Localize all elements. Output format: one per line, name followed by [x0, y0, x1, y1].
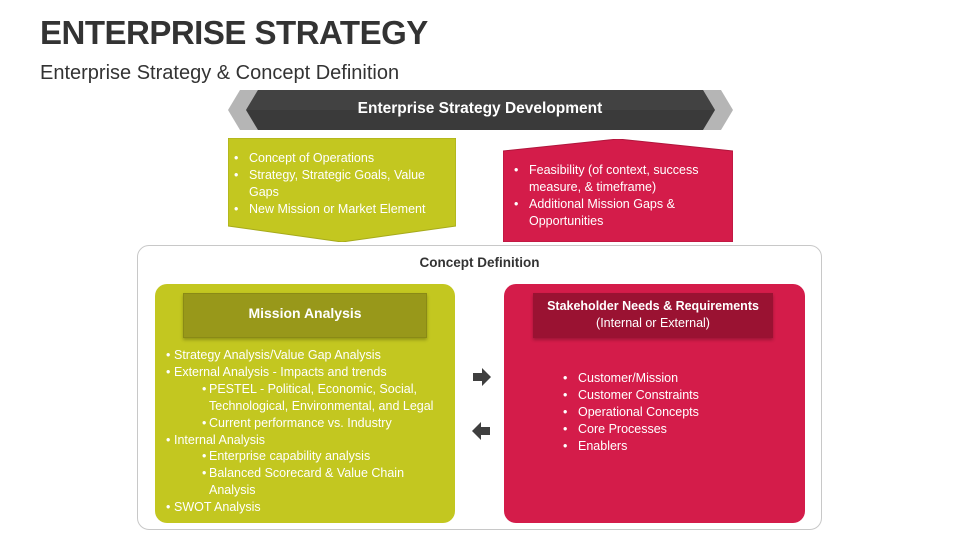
stakeholder-needs-list: Customer/Mission Customer Constraints Op…: [561, 370, 781, 455]
arrow-right-icon: [473, 368, 491, 386]
list-item: Strategy Analysis/Value Gap Analysis: [166, 347, 451, 364]
list-item: Strategy, Strategic Goals, Value Gaps: [232, 167, 447, 201]
mission-analysis-header: [183, 293, 427, 338]
list-item: Core Processes: [561, 421, 781, 438]
list-item: Customer/Mission: [561, 370, 781, 387]
list-item-continuation: Technological, Environmental, and Legal: [209, 398, 434, 413]
banner-label: Enterprise Strategy Development: [357, 100, 603, 117]
arrow-left-icon: [472, 422, 490, 440]
list-item: External Analysis - Impacts and trends: [166, 364, 451, 381]
mission-analysis-list: Strategy Analysis/Value Gap Analysis Ext…: [166, 347, 451, 516]
list-item: Internal Analysis: [166, 432, 451, 449]
mission-analysis-title: Mission Analysis: [248, 305, 362, 321]
list-item: Enablers: [561, 438, 781, 455]
list-item: Feasibility (of context, success measure…: [512, 162, 722, 196]
list-item: Enterprise capability analysis: [166, 448, 451, 465]
concept-definition-label: Concept Definition: [419, 255, 540, 270]
list-item: Customer Constraints: [561, 387, 781, 404]
list-item: PESTEL - Political, Economic, Social,: [166, 381, 451, 398]
stakeholder-needs-title: Stakeholder Needs & Requirements: [547, 299, 759, 313]
stakeholder-needs-subtitle: (Internal or External): [596, 316, 710, 330]
list-item: Additional Mission Gaps & Opportunities: [512, 196, 722, 230]
page-title: ENTERPRISE STRATEGY: [40, 14, 428, 51]
list-item: New Mission or Market Element: [232, 201, 447, 218]
list-item: Concept of Operations: [232, 150, 447, 167]
banner-arrow-shape: [228, 90, 733, 130]
list-item: Balanced Scorecard & Value Chain: [166, 465, 451, 482]
red-top-list: Feasibility (of context, success measure…: [512, 162, 722, 230]
stakeholder-needs-header: [533, 293, 773, 338]
list-item: Operational Concepts: [561, 404, 781, 421]
list-item: SWOT Analysis: [166, 499, 451, 516]
list-item-continuation: Analysis: [209, 483, 256, 498]
green-top-list: Concept of Operations Strategy, Strategi…: [232, 150, 447, 218]
page-subtitle: Enterprise Strategy & Concept Definition: [40, 62, 400, 84]
list-item: Current performance vs. Industry: [166, 415, 451, 432]
